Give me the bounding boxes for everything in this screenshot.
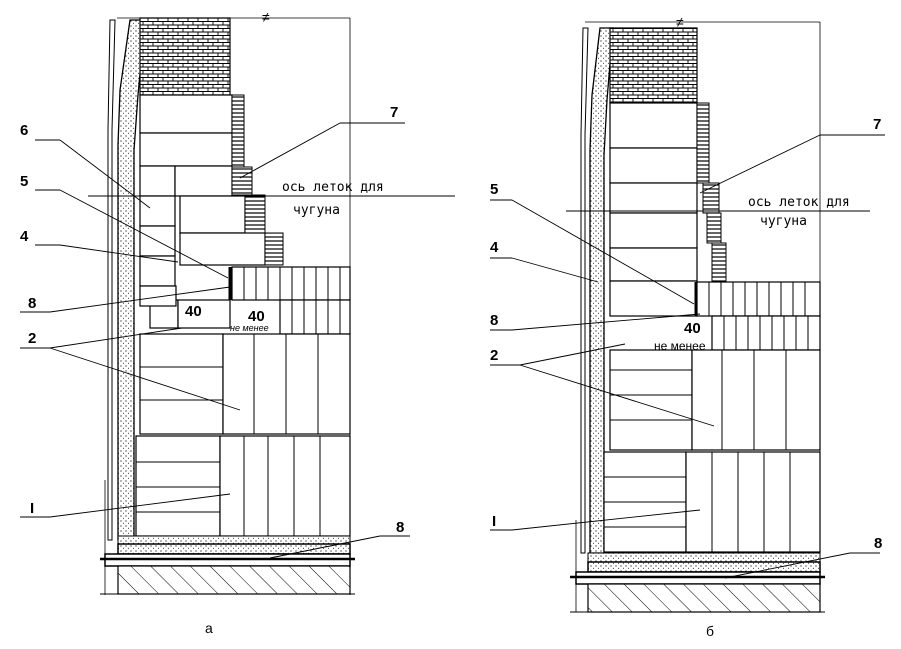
axis-label-line2: чугуна bbox=[293, 203, 340, 218]
callout-2: 2 bbox=[490, 347, 498, 364]
callout-I: I bbox=[30, 500, 34, 517]
callout-4: 4 bbox=[20, 228, 29, 245]
axis-label-line1: ось леток для bbox=[748, 195, 850, 210]
caption-a: а bbox=[205, 620, 213, 636]
callout-8-left: 8 bbox=[490, 312, 498, 329]
callout-5: 5 bbox=[490, 181, 498, 198]
dim-value-left: 40 bbox=[185, 303, 202, 320]
callout-2: 2 bbox=[28, 330, 36, 347]
dim-value-right: 40 bbox=[248, 308, 265, 325]
dim-note: не менее bbox=[654, 339, 706, 353]
dim-note: не менее bbox=[230, 323, 269, 333]
callout-7: 7 bbox=[390, 104, 398, 121]
axis-label-line2: чугуна bbox=[760, 214, 807, 229]
svg-text:≠: ≠ bbox=[676, 14, 684, 30]
callout-7: 7 bbox=[873, 116, 881, 133]
callout-8-left: 8 bbox=[28, 295, 36, 312]
axis-label-line1: ось леток для bbox=[282, 180, 384, 195]
svg-text:≠: ≠ bbox=[262, 9, 270, 25]
panel-a: ≠ bbox=[20, 9, 455, 636]
callout-I: I bbox=[492, 513, 496, 530]
callout-4: 4 bbox=[490, 239, 499, 256]
callout-6: 6 bbox=[20, 122, 28, 139]
panel-b: ≠ bbox=[490, 14, 885, 639]
callout-5: 5 bbox=[20, 173, 28, 190]
callout-8-bottom: 8 bbox=[396, 519, 404, 536]
callout-8-bottom: 8 bbox=[874, 535, 882, 552]
caption-b: б bbox=[706, 623, 714, 639]
dim-value: 40 bbox=[684, 320, 701, 337]
